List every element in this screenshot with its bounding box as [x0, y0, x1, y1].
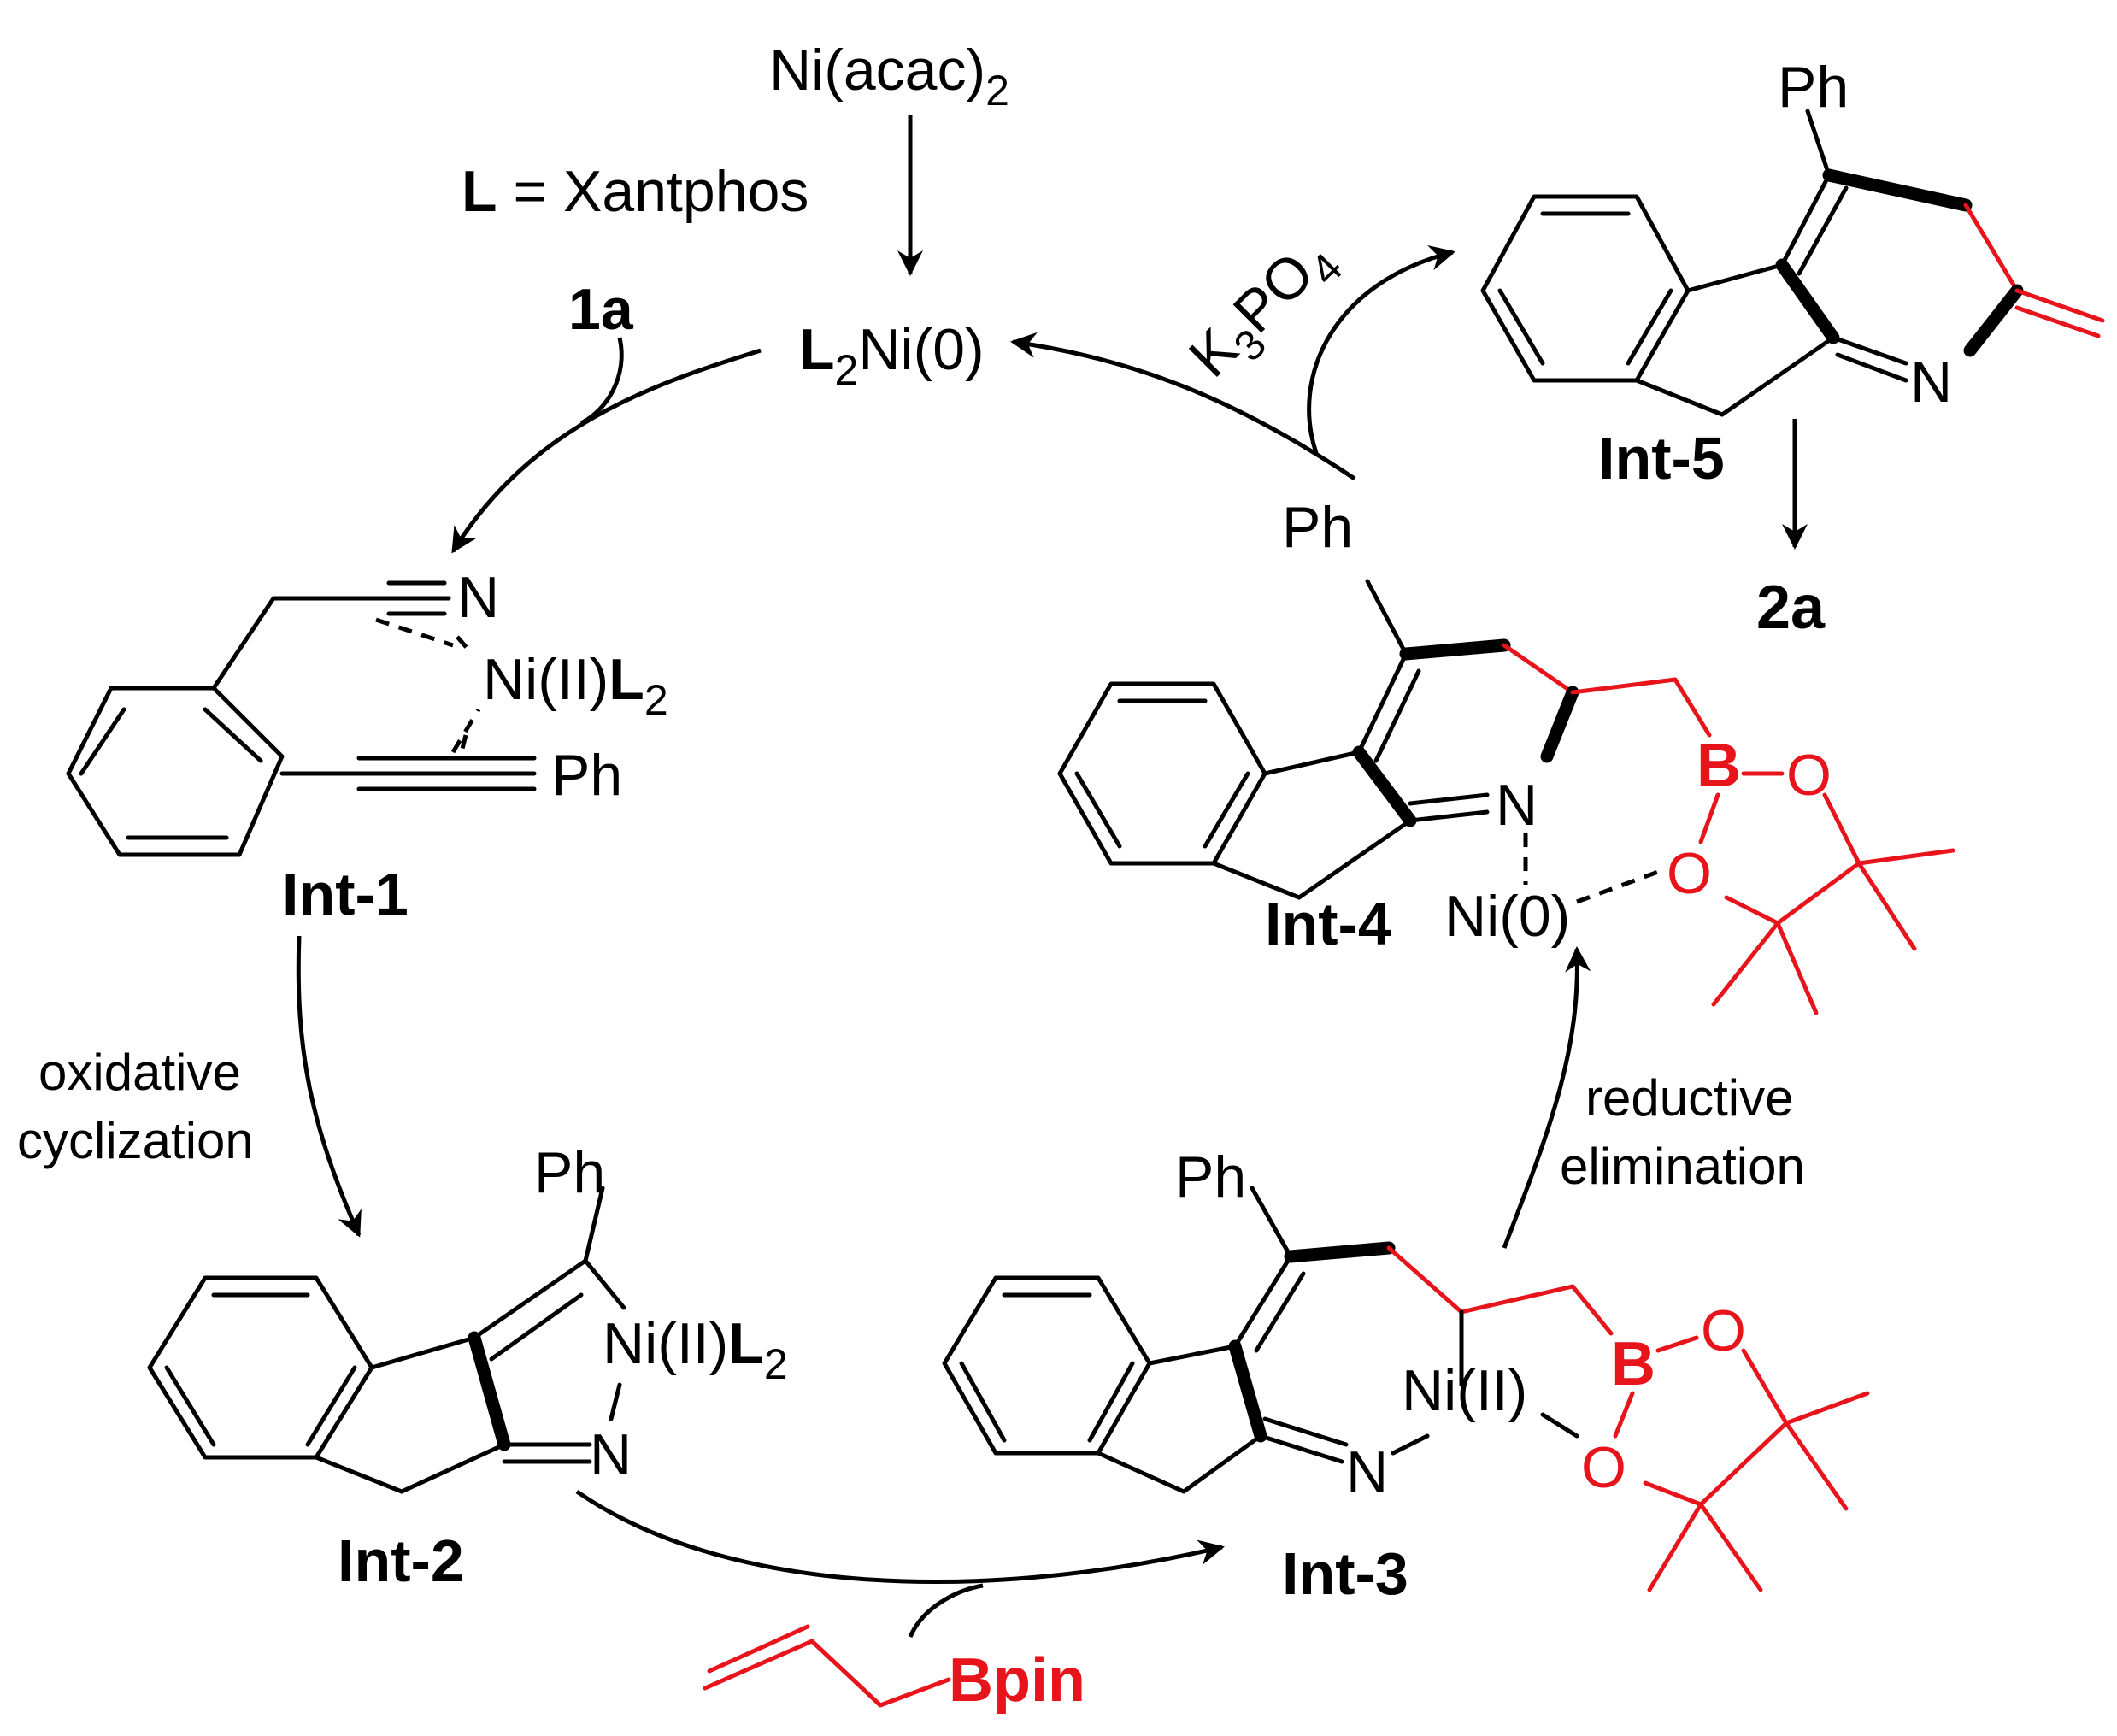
int-3-nitrogen: N [1346, 1439, 1388, 1504]
int-4-boron: B [1697, 732, 1741, 800]
int-5-benzene-ring [1480, 194, 1691, 383]
reductive-elimination-arrow [1502, 946, 1591, 1249]
elimination-label: elimination [1560, 1138, 1805, 1195]
ligand-symbol: L [462, 159, 497, 224]
int-4-phenyl: Ph [1282, 495, 1353, 560]
int-3-benzene-ring [942, 1275, 1152, 1456]
catalyst-label: L2Ni(0) [799, 317, 985, 394]
allylboration-arrow [575, 1489, 1225, 1585]
svg-text:Ni(acac)2: Ni(acac)2 [769, 38, 1009, 115]
int-2-structure: Ph Ni(II)L2 N Int-2 [147, 1140, 788, 1594]
reductive-label: reductive [1585, 1069, 1793, 1127]
int-2-benzene-ring [147, 1275, 374, 1460]
int-3-oxygen-1: O [1701, 1298, 1746, 1363]
elimination-to-int-5-arrow [1307, 245, 1455, 454]
oxidative-label: oxidative [38, 1044, 241, 1101]
ni-acac-label: Ni(acac) [769, 38, 985, 103]
int-3-label: Int-3 [1282, 1540, 1408, 1607]
allyl-bpin-label: Bpin [949, 1646, 1085, 1715]
int-1-nitrile-n: N [457, 565, 499, 630]
substrate-1a-label: 1a [568, 277, 634, 342]
substrate-entry-curve [579, 337, 624, 426]
int-1-phenyl: Ph [551, 743, 622, 808]
int-5-phenyl: Ph [1778, 55, 1849, 120]
int-5-nitrogen: N [1910, 350, 1952, 415]
svg-text:L = Xantphos: L = Xantphos [462, 159, 809, 224]
int-4-structure: Ph N Ni(0) B O O Int-4 [1057, 495, 1955, 1015]
int-4-nitrogen: N [1496, 773, 1538, 838]
int-1-structure: N Ni(II)L2 Ph Int-1 [66, 565, 668, 927]
oxidative-cyclization-arrow [296, 935, 362, 1238]
allyl-bpin-reagent: Bpin [703, 1624, 1085, 1715]
catalyst-regeneration-arrow [1010, 332, 1356, 481]
catalyst-generation: Ni(acac)2 L = Xantphos L2Ni(0) 1a [462, 38, 1009, 394]
int-3-phenyl: Ph [1175, 1145, 1246, 1209]
int-3-boron: B [1611, 1330, 1655, 1398]
int-2-phenyl: Ph [534, 1140, 605, 1205]
int-5-structure: Ph N Int-5 [1480, 55, 2105, 491]
allyl-bpin-entry-curve [908, 1583, 984, 1639]
int-3-structure: Ph Ni(II) N B O O Int-3 [942, 1145, 1870, 1607]
base-label: K3PO4 [1177, 223, 1352, 398]
ligand-definition: = Xantphos [497, 159, 809, 224]
int-2-nickel-complex: Ni(II)L2 [603, 1311, 788, 1388]
int-4-oxygen-2: O [1667, 841, 1712, 906]
int-1-label: Int-1 [282, 861, 409, 927]
int-3-oxygen-2: O [1581, 1435, 1626, 1500]
int-1-benzene-ring [66, 686, 285, 857]
int-2-label: Int-2 [338, 1527, 464, 1594]
int-4-label: Int-4 [1265, 891, 1391, 957]
int-2-nitrogen: N [590, 1422, 632, 1487]
substrate-binding-arrow [450, 348, 762, 554]
int-1-nickel-complex: Ni(II)L2 [483, 647, 668, 724]
int-3-nickel: Ni(II) [1402, 1358, 1527, 1423]
product-2a-label: 2a [1756, 574, 1826, 642]
int-5-label: Int-5 [1598, 425, 1725, 491]
int-4-nickel: Ni(0) [1444, 884, 1570, 949]
cyclization-label: cyclization [17, 1112, 254, 1169]
int-4-benzene-ring [1057, 681, 1267, 866]
